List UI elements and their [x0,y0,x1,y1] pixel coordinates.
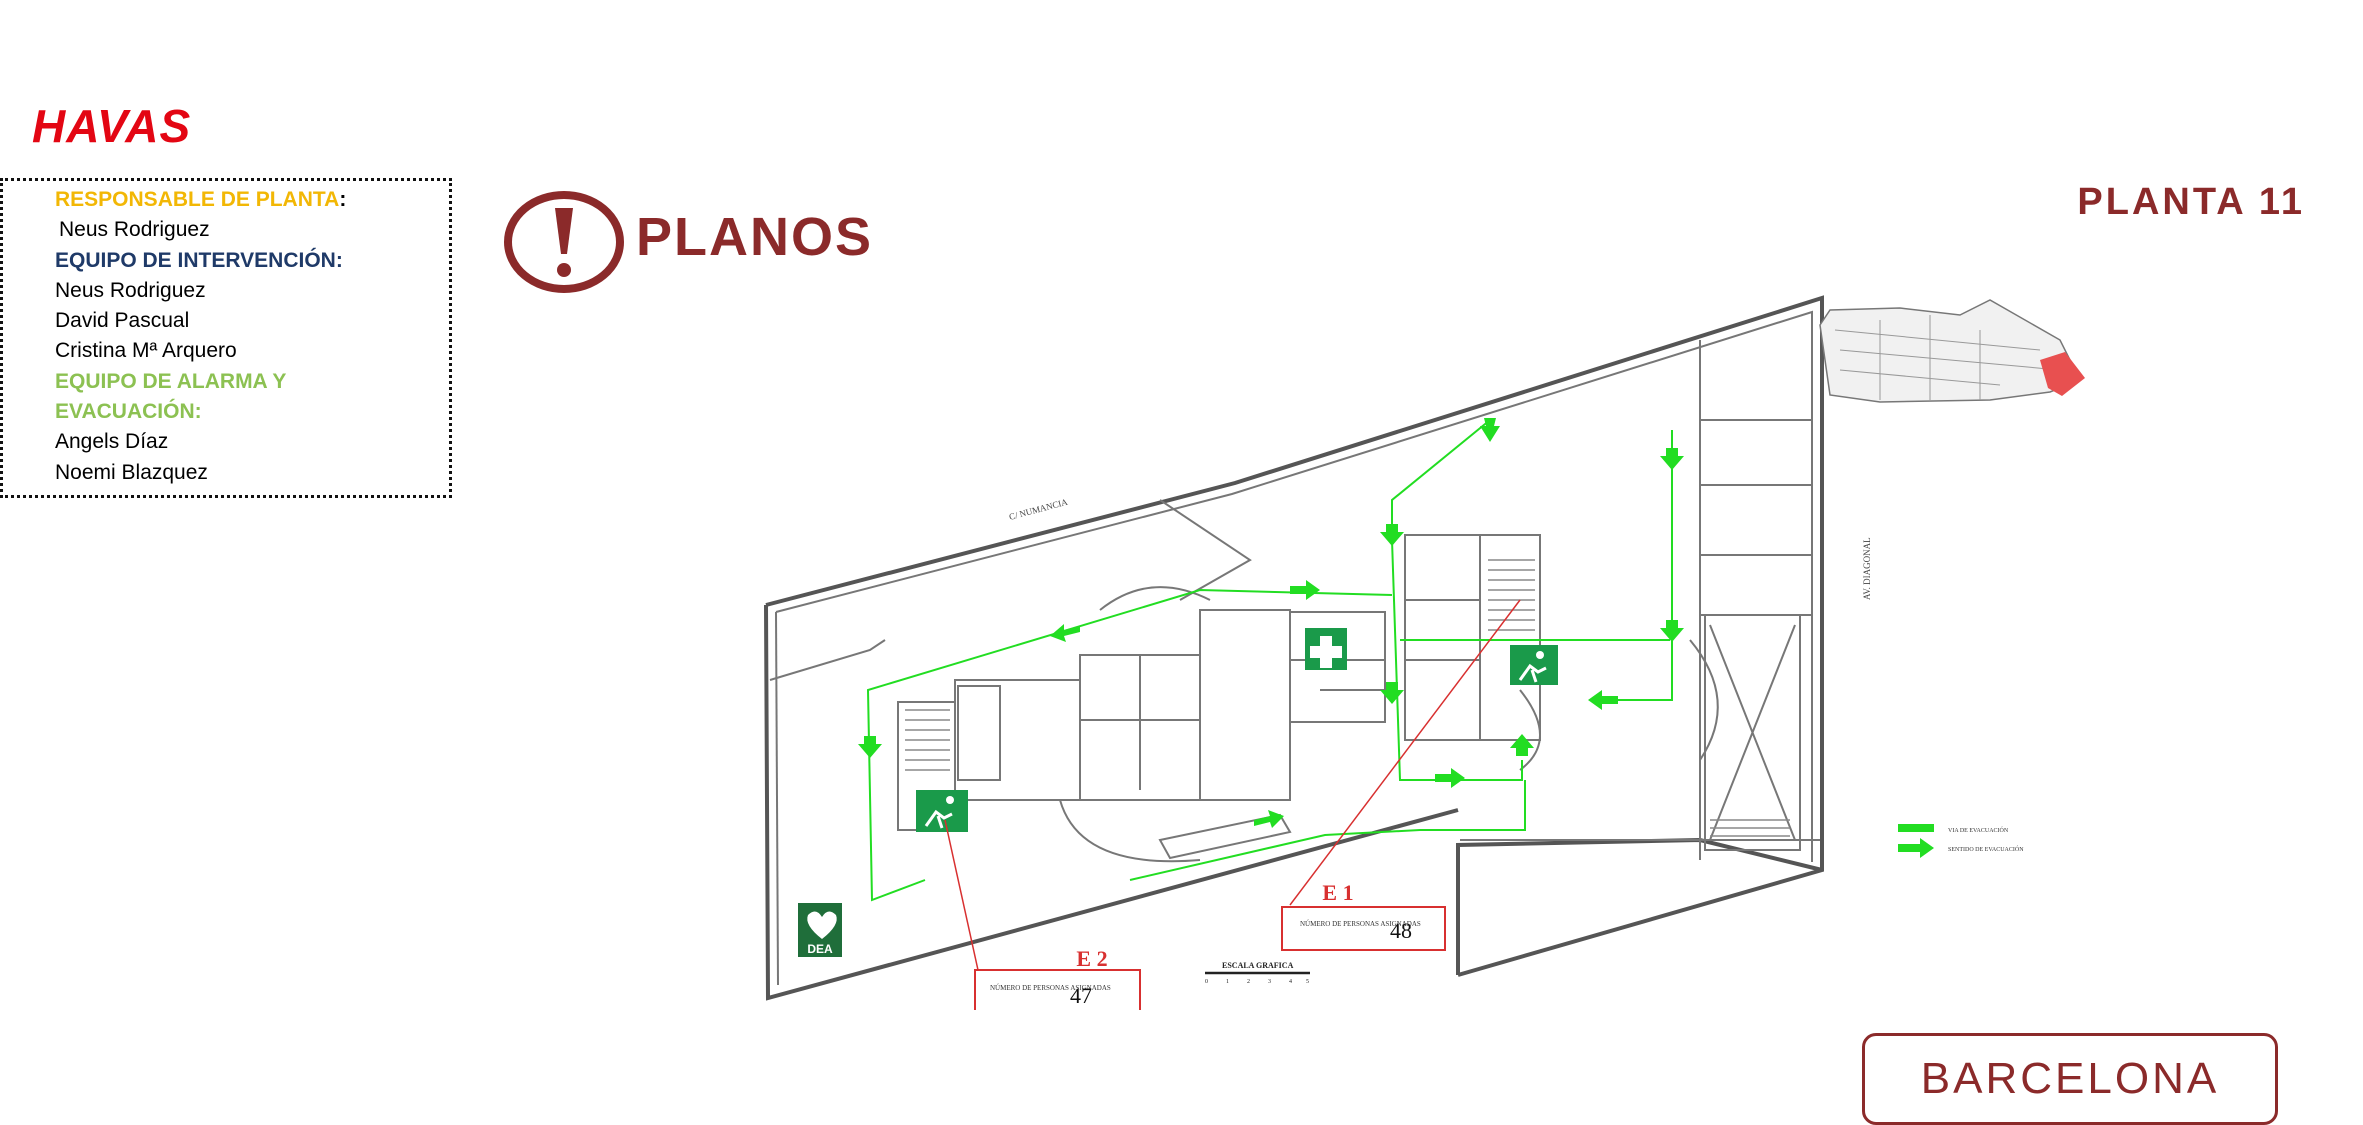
exit-e1-count: 48 [1390,918,1412,943]
exit-e1: E 1 NÚMERO DE PERSONAS ASIGNADAS 48 [1281,880,1446,951]
havas-logo: HAVAS [32,100,191,152]
inner-walls [769,310,1820,986]
intervencion-member: Neus Rodriguez [55,278,206,302]
exit-e2-count: 47 [1070,983,1092,1008]
exit-e1-label: E 1 [1322,880,1353,905]
scale-label: ESCALA GRAFICA [1222,961,1294,970]
floor-label: PLANTA 11 [2077,181,2305,223]
exit-e2-label: E 2 [1076,946,1107,971]
outer-walls [764,295,1824,1001]
exit-sign-icon [916,790,968,832]
scale-tick: 0 [1205,979,1208,985]
street-label-right: AV. DIAGONAL [1862,537,1872,600]
floor-plan: DEA E 1 NÚMERO DE PERSONAS ASIGNADAS 48 … [764,295,2085,1010]
intervencion-header: EQUIPO DE INTERVENCIÓN: [55,248,343,272]
responsable-header: RESPONSABLE DE PLANTA [55,188,340,211]
alarma-member: Noemi Blazquez [55,460,208,484]
legend-direction-label: SENTIDO DE EVACUACIÓN [1948,845,2024,853]
scale-bar: ESCALA GRAFICA 0 1 2 3 4 5 [1205,961,1310,985]
exit-leader-lines [944,599,1521,971]
scale-tick: 1 [1226,979,1229,985]
alarma-member: Angels Díaz [55,430,169,454]
scale-tick: 2 [1247,979,1250,985]
street-label-top: C/ NUMANCIA [1008,497,1069,522]
location-map [1819,299,2085,403]
route-arrows [858,418,1684,828]
exit-sign-icon [1510,645,1558,685]
exit-e1-caption: NÚMERO DE PERSONAS ASIGNADAS [1300,920,1421,928]
warning-icon [504,191,624,293]
page-title: PLANOS [636,207,874,267]
city-label: BARCELONA [1862,1033,2278,1125]
alarma-header-cont: EVACUACIÓN: [55,400,202,424]
exit-e2: E 2 NÚMERO DE PERSONAS ASIGNADAS 47 [974,946,1141,1010]
legend-route-label: VIA DE EVACUACIÓN [1948,826,2009,834]
legend: VIA DE EVACUACIÓN SENTIDO DE EVACUACIÓN [1898,824,2024,858]
responsable-line: RESPONSABLE DE PLANTA: [55,185,449,215]
scale-tick: 4 [1289,979,1292,985]
dea-icon: DEA [798,903,842,957]
responsable-name: Neus Rodriguez [59,218,210,242]
scale-tick: 3 [1268,979,1271,985]
scale-tick: 5 [1306,979,1309,985]
staff-box: RESPONSABLE DE PLANTA: Neus Rodriguez EQ… [0,178,452,498]
exit-e2-caption: NÚMERO DE PERSONAS ASIGNADAS [990,984,1111,992]
intervencion-member: David Pascual [55,309,190,333]
intervencion-member: Cristina Mª Arquero [55,339,237,363]
alarma-header: EQUIPO DE ALARMA Y [55,369,287,393]
first-aid-icon [1305,628,1347,670]
dea-label: DEA [807,942,833,956]
responsable-colon: : [339,188,347,211]
logo-text: HAVAS [32,100,191,152]
stairs [905,559,1790,837]
